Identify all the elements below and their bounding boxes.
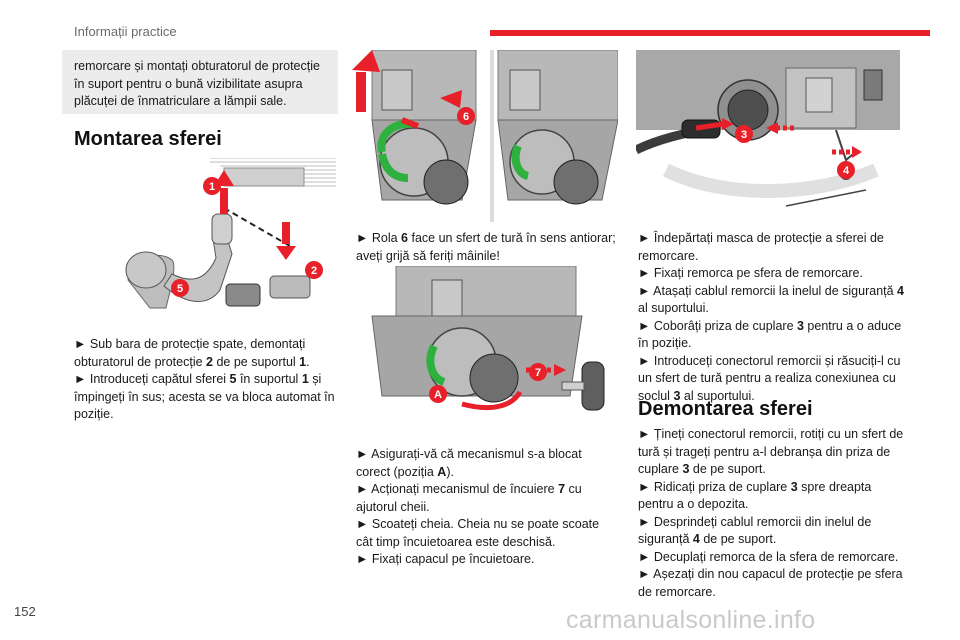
lock-steps: ► Asigurați-vă că mecanismul s-a blocat … xyxy=(356,446,618,569)
note-text: remorcare și montați obturatorul de prot… xyxy=(74,59,320,108)
figure-lock-rotation: 6 xyxy=(342,50,618,222)
rotate-step: ► Rola 6 face un sfert de tură în sens a… xyxy=(356,231,616,263)
callout-A: A xyxy=(434,389,442,401)
callout-1: 1 xyxy=(209,181,215,193)
dismount-step: ► Așezați din nou capacul de protecție p… xyxy=(638,567,903,599)
dismount-step: ► Țineți conectorul remorcii, rotiți cu … xyxy=(638,427,904,476)
figure-ball-mount: 1 2 5 xyxy=(120,158,336,326)
note-box: remorcare și montați obturatorul de prot… xyxy=(62,50,338,114)
watermark: carmanualsonline.info xyxy=(566,606,816,634)
connect-step: ► Fixați remorca pe sfera de remorcare. xyxy=(638,266,863,280)
connect-step: ► Îndepărtați masca de protecție a sfere… xyxy=(638,231,884,263)
mount-steps: ► Sub bara de protecție spate, demontați… xyxy=(74,336,340,424)
figure-lock-key: 7 A xyxy=(342,266,618,436)
callout-7: 7 xyxy=(535,367,541,379)
header-accent-bar xyxy=(490,30,930,36)
header-title: Informații practice xyxy=(74,24,177,39)
dismount-step: ► Decuplați remorca de la sfera de remor… xyxy=(638,549,899,564)
dismount-step: ► Ridicați priza de cuplare 3 spre dreap… xyxy=(638,479,872,512)
callout-2: 2 xyxy=(311,265,317,277)
dismount-steps: ► Țineți conectorul remorcii, rotiți cu … xyxy=(638,426,906,601)
lock-step: ► Acționați mecanismul de încuiere 7 cu … xyxy=(356,482,582,514)
lock-step: ► Scoateți cheia. Cheia nu se poate scoa… xyxy=(356,517,600,549)
figure-connect-socket: 3 4 xyxy=(636,50,900,222)
mount-step: ► Introduceți capătul sferei 5 în suport… xyxy=(74,372,335,421)
callout-3: 3 xyxy=(741,129,747,141)
section-title-dismount: Demontarea sferei xyxy=(638,398,813,420)
connect-step: ► Atașați cablul remorcii la inelul de s… xyxy=(638,283,904,316)
page-number: 152 xyxy=(14,604,36,619)
callout-4: 4 xyxy=(843,165,850,177)
mount-step: ► Sub bara de protecție spate, demontați… xyxy=(74,337,310,369)
connect-step: ► Coborâți priza de cuplare 3 pentru a o… xyxy=(638,318,902,351)
connect-steps: ► Îndepărtați masca de protecție a sfere… xyxy=(638,230,906,405)
lock-step: ► Fixați capacul pe încuietoare. xyxy=(356,552,535,566)
connect-step: ► Introduceți conectorul remorcii și răs… xyxy=(638,353,901,403)
lock-step: ► Asigurați-vă că mecanismul s-a blocat … xyxy=(356,447,582,479)
dismount-step: ► Desprindeți cablul remorcii din inelul… xyxy=(638,514,872,547)
callout-5: 5 xyxy=(177,283,183,295)
section-title-mount: Montarea sferei xyxy=(74,128,222,150)
callout-6: 6 xyxy=(463,111,469,123)
